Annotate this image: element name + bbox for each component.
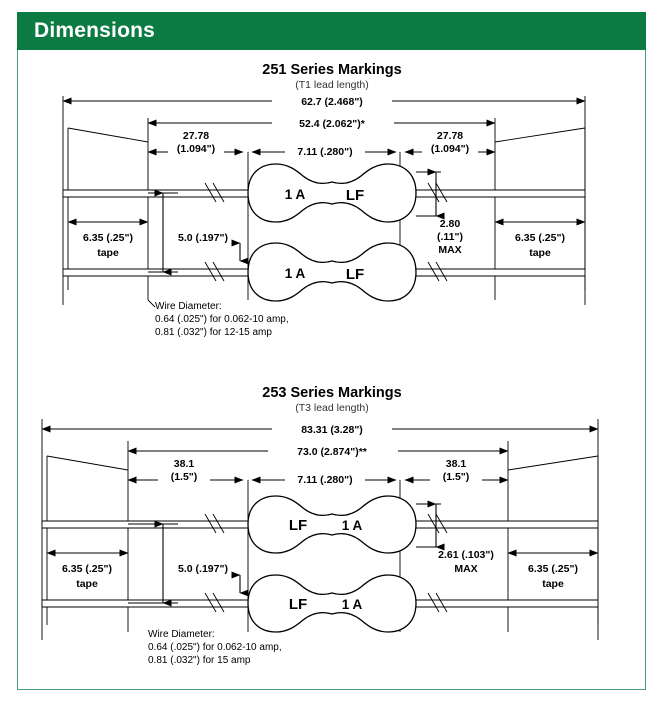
- lf-logo-icon: LF: [289, 517, 307, 534]
- dim-253-height-max: MAX: [454, 563, 477, 575]
- dim-251-height-max: MAX: [438, 244, 461, 256]
- lf-logo-icon: LF: [346, 187, 364, 204]
- note-253-line3: 0.81 (.032") for 15 amp: [148, 655, 251, 666]
- dim-251-overall: 62.7 (2.468"): [301, 96, 363, 108]
- dim-253-tape-right: 6.35 (.25"): [528, 563, 578, 575]
- section-header-bar: [17, 12, 646, 50]
- dim-251-lead-right-in: (1.094"): [431, 143, 469, 155]
- dim-253-tape-right-label: tape: [542, 578, 564, 590]
- marking-253-rating-bottom: 1 A: [342, 597, 363, 612]
- dim-251-tape-left: 6.35 (.25"): [83, 232, 133, 244]
- dim-253-pitch: 5.0 (.197"): [178, 563, 228, 575]
- note-251-line3: 0.81 (.032") for 12-15 amp: [155, 327, 272, 338]
- dim-253-tape-left: 6.35 (.25"): [62, 563, 112, 575]
- dim-251-body-length: 7.11 (.280"): [297, 146, 352, 158]
- section-253-title: 253 Series Markings: [262, 385, 401, 401]
- dim-253-lead-left-in: (1.5"): [171, 471, 198, 483]
- dim-251-height-mm: 2.80: [440, 218, 461, 230]
- dim-253-lead-left-mm: 38.1: [174, 458, 195, 470]
- section-253: 253 Series Markings (T3 lead length) 83.…: [41, 385, 599, 666]
- dim-251-lead-left-mm: 27.78: [183, 130, 209, 142]
- note-251-line1: Wire Diameter:: [155, 301, 222, 312]
- marking-251-rating-top: 1 A: [285, 187, 306, 202]
- dim-251-height-in: (.11"): [437, 231, 463, 243]
- dim-253-lead-right-mm: 38.1: [446, 458, 467, 470]
- dim-251-tape-right-label: tape: [529, 247, 551, 259]
- dim-251-tape-left-label: tape: [97, 247, 119, 259]
- section-251-title: 251 Series Markings: [262, 62, 401, 78]
- dim-251-lead-right-mm: 27.78: [437, 130, 463, 142]
- note-253-line2: 0.64 (.025") for 0.062-10 amp,: [148, 642, 282, 653]
- page-title: Dimensions: [34, 19, 156, 42]
- lf-logo-icon: LF: [289, 596, 307, 613]
- note-251-line2: 0.64 (.025") for 0.062-10 amp,: [155, 314, 289, 325]
- dim-253-overall: 83.31 (3.28"): [301, 424, 363, 436]
- dim-253-tape-left-label: tape: [76, 578, 98, 590]
- dim-251-lead-left-in: (1.094"): [177, 143, 215, 155]
- dim-251-pitch: 5.0 (.197"): [178, 232, 228, 244]
- dim-251-inner: 52.4 (2.062")*: [299, 118, 366, 130]
- dim-253-body-length: 7.11 (.280"): [297, 474, 352, 486]
- dim-251-tape-right: 6.35 (.25"): [515, 232, 565, 244]
- dim-253-height: 2.61 (.103"): [438, 549, 494, 561]
- note-253-line1: Wire Diameter:: [148, 629, 215, 640]
- section-253-subtitle: (T3 lead length): [295, 402, 369, 414]
- marking-253-rating-top: 1 A: [342, 518, 363, 533]
- marking-251-rating-bottom: 1 A: [285, 266, 306, 281]
- lf-logo-icon: LF: [346, 266, 364, 283]
- section-251: 251 Series Markings (T1 lead length) 62.…: [62, 62, 586, 338]
- section-251-subtitle: (T1 lead length): [295, 79, 369, 91]
- dim-253-inner: 73.0 (2.874")**: [297, 446, 368, 458]
- dim-253-lead-right-in: (1.5"): [443, 471, 470, 483]
